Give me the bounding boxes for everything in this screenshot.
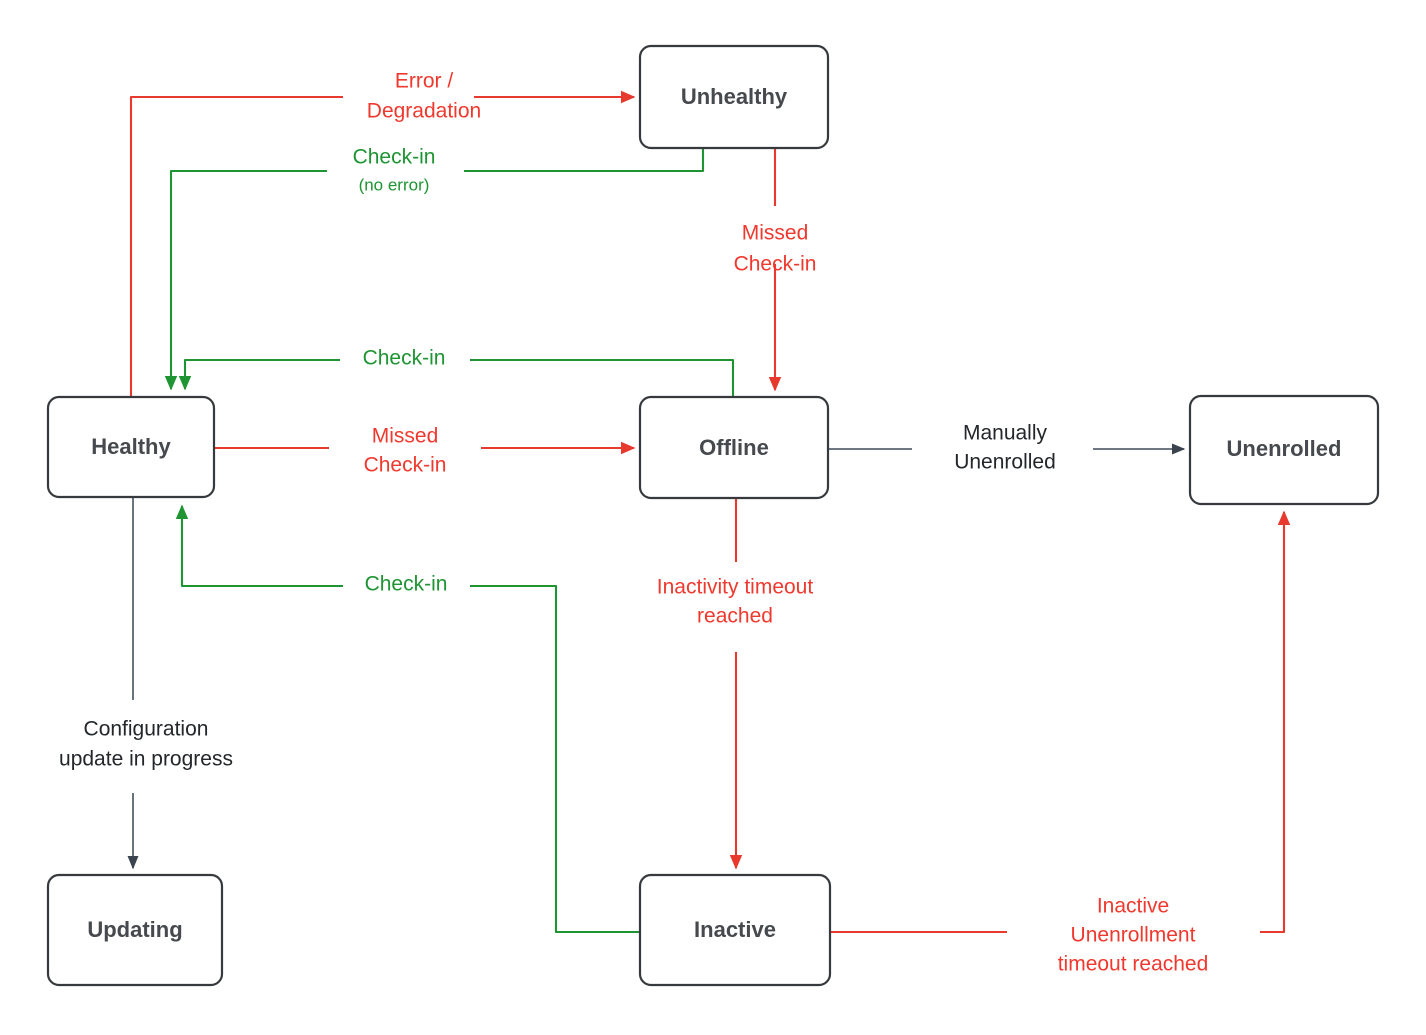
edge-inactive-to-unenrolled [830,510,1291,934]
edge-label-line-1: Inactivity timeout [657,576,814,599]
edge-label-line-1: Inactive [1097,895,1169,918]
edge-label-line-1: Configuration [84,718,209,741]
edge-label-line-1: Missed [742,222,809,245]
edge-label-line-2: Check-in [364,454,447,477]
node-inactive-box[interactable] [638,873,832,987]
edge-label-healthy-to-offline: Missed Check-in [364,425,447,477]
edge-label-offline-to-healthy: Check-in [363,347,446,370]
node-healthy[interactable]: Healthy [46,395,216,499]
edge-label-line-2: Unenrollment [1071,924,1196,947]
edge-offline-to-healthy [178,358,735,397]
edge-label-line-1: Check-in [365,573,448,596]
edge-label-healthy-to-updating: Configuration update in progress [59,718,233,771]
edge-label-line-3: timeout reached [1058,953,1209,976]
node-unenrolled[interactable]: Unenrolled [1188,394,1380,506]
edge-label-sublabel: (no error) [359,175,430,194]
edge-unhealthy-to-healthy [164,148,705,391]
edge-label-line-2: Degradation [367,100,481,123]
edge-label-line-2: Check-in [734,253,817,276]
edge-label-line-2: update in progress [59,748,233,771]
node-healthy-box[interactable] [46,395,216,499]
edge-label-unhealthy-to-healthy: Check-in (no error) [353,146,436,195]
edge-label-line-1: Error / [395,70,454,93]
edge-label-unhealthy-to-offline: Missed Check-in [734,222,817,276]
node-inactive-label: Inactive [694,917,776,942]
edge-healthy-to-unhealthy [129,90,636,397]
node-unhealthy-label: Unhealthy [681,84,788,109]
edge-label-line-1: Check-in [353,146,436,169]
node-unhealthy-box[interactable] [638,44,830,150]
edge-label-offline-to-unenrolled: Manually Unenrolled [954,422,1056,474]
node-inactive[interactable]: Inactive [638,873,832,987]
node-updating-label: Updating [87,917,182,942]
edge-inactive-to-healthy [175,504,640,934]
node-offline-label: Offline [699,435,769,460]
node-unenrolled-label: Unenrolled [1227,436,1342,461]
node-unhealthy[interactable]: Unhealthy [638,44,830,150]
node-offline[interactable]: Offline [638,395,830,500]
edge-label-line-1: Missed [372,425,439,448]
edge-label-line-1: Check-in [363,347,446,370]
edge-label-line-2: Unenrolled [954,451,1056,474]
node-offline-box[interactable] [638,395,830,500]
node-unenrolled-box[interactable] [1188,394,1380,506]
node-updating[interactable]: Updating [46,873,224,987]
edge-label-inactive-to-healthy: Check-in [365,573,448,596]
edge-label-offline-to-inactive: Inactivity timeout reached [657,576,814,628]
edge-label-line-1: Manually [963,422,1048,445]
edge-label-line-2: reached [697,605,773,628]
node-updating-box[interactable] [46,873,224,987]
edge-label-inactive-to-unenrolled: Inactive Unenrollment timeout reached [1058,895,1209,976]
edge-label-healthy-to-unhealthy: Error / Degradation [367,70,481,123]
node-healthy-label: Healthy [91,434,171,459]
